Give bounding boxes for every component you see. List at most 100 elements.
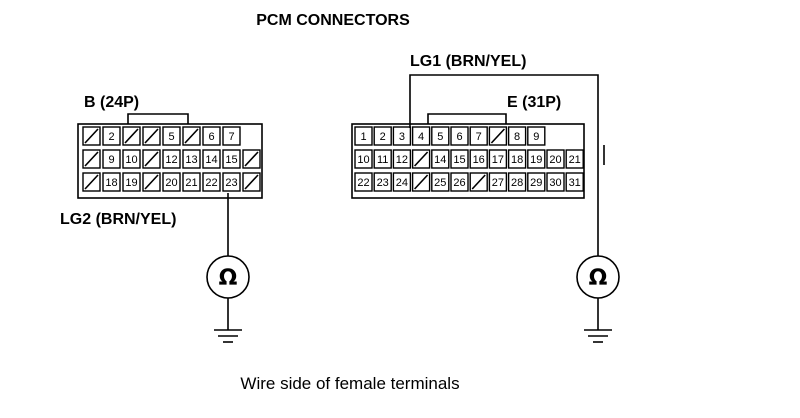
terminal-e-22: 22 [354, 172, 373, 192]
terminal-e-16: 16 [469, 149, 488, 169]
terminal-b-15: 15 [222, 149, 241, 169]
terminal-e-8: 8 [507, 126, 527, 146]
terminal-e-14: 14 [431, 149, 450, 169]
connector-b-lock-tab [127, 113, 189, 124]
terminal-b-13: 13 [182, 149, 201, 169]
terminal-number: 30 [549, 177, 561, 189]
terminal-b-blank [142, 149, 161, 169]
lg1-test-lead [409, 74, 599, 256]
terminal-b-14: 14 [202, 149, 221, 169]
terminal-e-5: 5 [431, 126, 450, 146]
terminal-b-10: 10 [122, 149, 141, 169]
terminal-e-9: 9 [527, 126, 546, 146]
terminal-e-12: 12 [392, 149, 412, 169]
ohm-symbol-b: Ω [219, 266, 238, 291]
terminal-e-6: 6 [450, 126, 469, 146]
terminal-e-11: 11 [373, 149, 392, 169]
ohm-symbol-e: Ω [589, 266, 608, 291]
terminal-e-21: 21 [565, 149, 584, 169]
terminal-number: 20 [165, 177, 177, 189]
terminal-e-31: 31 [565, 172, 584, 192]
terminal-number: 6 [208, 131, 214, 143]
terminal-number: 10 [125, 154, 137, 166]
terminal-b-7: 7 [222, 126, 241, 146]
terminal-number: 3 [399, 131, 405, 143]
terminal-number: 15 [453, 154, 465, 166]
terminal-e-19: 19 [527, 149, 546, 169]
terminal-number: 11 [377, 154, 388, 166]
terminal-b-blank [82, 172, 101, 192]
diagram-title: PCM CONNECTORS [256, 12, 410, 29]
terminal-b-blank [182, 126, 201, 146]
terminal-number: 6 [456, 131, 462, 143]
ohmmeter-b: Ω [206, 255, 250, 299]
terminal-e-7: 7 [469, 126, 488, 146]
diagram-caption: Wire side of female terminals [240, 374, 459, 393]
terminal-e-blank [488, 126, 508, 146]
terminal-number: 22 [205, 177, 217, 189]
terminal-e-25: 25 [431, 172, 450, 192]
terminal-number: 9 [108, 154, 114, 166]
connector-e-label: E (31P) [507, 94, 561, 111]
connector-b-housing [77, 123, 263, 199]
terminal-number: 28 [511, 177, 523, 189]
terminal-e-29: 29 [527, 172, 546, 192]
terminal-e-27: 27 [488, 172, 508, 192]
ohmmeter-e: Ω [576, 255, 620, 299]
terminal-b-blank [242, 172, 261, 192]
terminal-b-20: 20 [162, 172, 181, 192]
terminal-number: 25 [434, 177, 446, 189]
terminal-e-28: 28 [507, 172, 527, 192]
terminal-number: 15 [225, 154, 237, 166]
terminal-number: 5 [168, 131, 174, 143]
terminal-b-19: 19 [122, 172, 141, 192]
terminal-number: 29 [530, 177, 542, 189]
terminal-number: 21 [569, 154, 581, 166]
terminal-e-23: 23 [373, 172, 392, 192]
terminal-number: 10 [357, 154, 369, 166]
terminal-e-30: 30 [546, 172, 565, 192]
terminal-e-18: 18 [507, 149, 527, 169]
terminal-e-20: 20 [546, 149, 565, 169]
terminal-b-18: 18 [102, 172, 121, 192]
terminal-number: 12 [396, 154, 408, 166]
terminal-b-9: 9 [102, 149, 121, 169]
terminal-b-blank [82, 149, 101, 169]
terminal-number: 2 [108, 131, 114, 143]
terminal-number: 7 [476, 131, 482, 143]
terminal-b-2: 2 [102, 126, 121, 146]
terminal-number: 23 [225, 177, 237, 189]
terminal-number: 19 [530, 154, 542, 166]
terminal-number: 26 [453, 177, 465, 189]
connector-b-wire-label: LG2 (BRN/YEL) [60, 211, 176, 228]
terminal-e-blank [411, 172, 431, 192]
ground-e-icon [584, 329, 612, 343]
terminal-b-12: 12 [162, 149, 181, 169]
terminal-b-blank [82, 126, 101, 146]
terminal-number: 31 [569, 177, 581, 189]
terminal-number: 7 [228, 131, 234, 143]
terminal-number: 2 [380, 131, 386, 143]
terminal-number: 18 [511, 154, 523, 166]
terminal-number: 17 [492, 154, 504, 166]
terminal-b-blank [142, 172, 161, 192]
terminal-number: 27 [492, 177, 504, 189]
connector-e-wire-label: LG1 (BRN/YEL) [410, 53, 526, 70]
connector-b-label: B (24P) [84, 94, 139, 111]
terminal-e-24: 24 [392, 172, 412, 192]
connector-e-housing [351, 123, 585, 199]
terminal-b-blank [142, 126, 161, 146]
terminal-e-15: 15 [450, 149, 469, 169]
terminal-e-4: 4 [411, 126, 431, 146]
terminal-number: 23 [377, 177, 389, 189]
terminal-e-blank [411, 149, 431, 169]
terminal-b-22: 22 [202, 172, 221, 192]
terminal-number: 20 [549, 154, 561, 166]
terminal-e-2: 2 [373, 126, 392, 146]
terminal-number: 13 [185, 154, 197, 166]
terminal-e-3: 3 [392, 126, 412, 146]
